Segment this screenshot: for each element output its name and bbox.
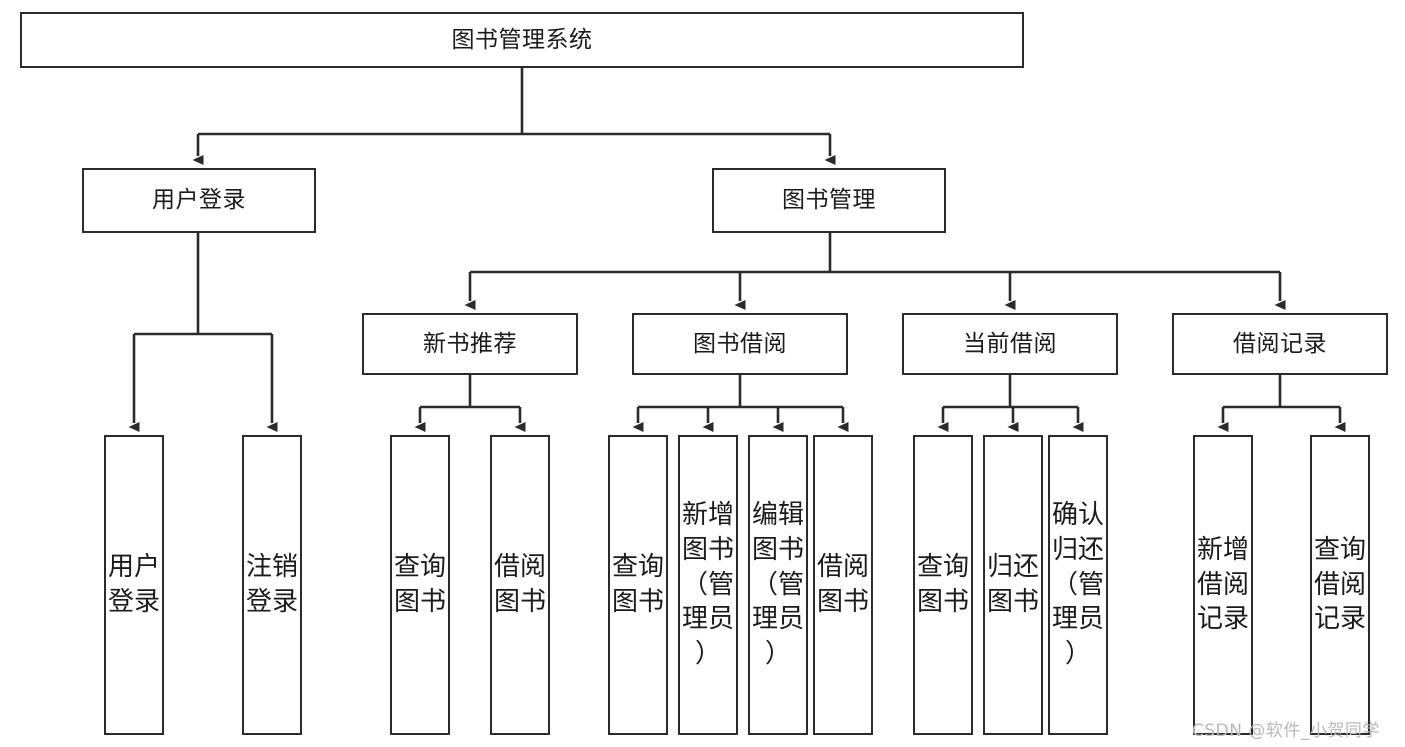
node-label: 图书管理 bbox=[782, 187, 876, 213]
node-label: 查询 图书 bbox=[916, 552, 969, 617]
node-label: 查询 图书 bbox=[611, 552, 664, 617]
leaf-borrowrecord-query-record[interactable]: 查询 借阅 记录 bbox=[1310, 435, 1370, 735]
node-label: 归还 图书 bbox=[986, 552, 1039, 617]
node-label: 查询 图书 bbox=[393, 552, 446, 617]
node-label: 查询 借阅 记录 bbox=[1313, 534, 1366, 635]
leaf-borrowrecord-add-record[interactable]: 新增 借阅 记录 bbox=[1193, 435, 1253, 735]
leaf-bookborrow-edit-book-admin[interactable]: 编辑 图书 （管 理员 ） bbox=[748, 435, 808, 735]
node-label: 新增 借阅 记录 bbox=[1196, 534, 1249, 635]
leaf-currentborrow-confirm-return-admin[interactable]: 确认 归还 （管 理员 ） bbox=[1048, 435, 1108, 735]
leaf-currentborrow-return-book[interactable]: 归还 图书 bbox=[983, 435, 1043, 735]
leaf-bookborrow-add-book-admin[interactable]: 新增 图书 （管 理员 ） bbox=[678, 435, 738, 735]
node-label: 新书推荐 bbox=[423, 330, 517, 357]
leaf-newbook-query-book[interactable]: 查询 图书 bbox=[390, 435, 450, 735]
node-root-book-management-system[interactable]: 图书管理系统 bbox=[20, 12, 1024, 68]
node-label: 当前借阅 bbox=[963, 330, 1057, 357]
node-label: 图书借阅 bbox=[693, 330, 787, 357]
leaf-bookborrow-borrow-book[interactable]: 借阅 图书 bbox=[813, 435, 873, 735]
node-new-book-recommend[interactable]: 新书推荐 bbox=[362, 313, 578, 375]
node-label: 借阅 图书 bbox=[493, 552, 546, 617]
node-current-borrow[interactable]: 当前借阅 bbox=[902, 313, 1118, 375]
node-label: 编辑 图书 （管 理员 ） bbox=[751, 499, 804, 670]
node-book-management[interactable]: 图书管理 bbox=[712, 168, 946, 233]
node-label: 确认 归还 （管 理员 ） bbox=[1051, 499, 1104, 670]
node-user-login[interactable]: 用户登录 bbox=[82, 168, 316, 233]
leaf-bookborrow-query-book[interactable]: 查询 图书 bbox=[608, 435, 668, 735]
leaf-user-login[interactable]: 用户 登录 bbox=[104, 435, 164, 735]
node-book-borrow[interactable]: 图书借阅 bbox=[632, 313, 848, 375]
node-borrow-record[interactable]: 借阅记录 bbox=[1172, 313, 1388, 375]
node-label: 用户登录 bbox=[152, 187, 246, 213]
leaf-newbook-borrow-book[interactable]: 借阅 图书 bbox=[490, 435, 550, 735]
node-label: 图书管理系统 bbox=[451, 26, 593, 53]
node-label: 用户 登录 bbox=[107, 552, 160, 617]
csdn-watermark: CSDN @软件_小贺同学 bbox=[1192, 721, 1380, 741]
leaf-logout-login[interactable]: 注销 登录 bbox=[242, 435, 302, 735]
node-label: 注销 登录 bbox=[245, 552, 298, 617]
leaf-currentborrow-query-book[interactable]: 查询 图书 bbox=[913, 435, 973, 735]
node-label: 借阅 图书 bbox=[816, 552, 869, 617]
node-label: 借阅记录 bbox=[1233, 330, 1327, 357]
node-label: 新增 图书 （管 理员 ） bbox=[681, 499, 734, 670]
